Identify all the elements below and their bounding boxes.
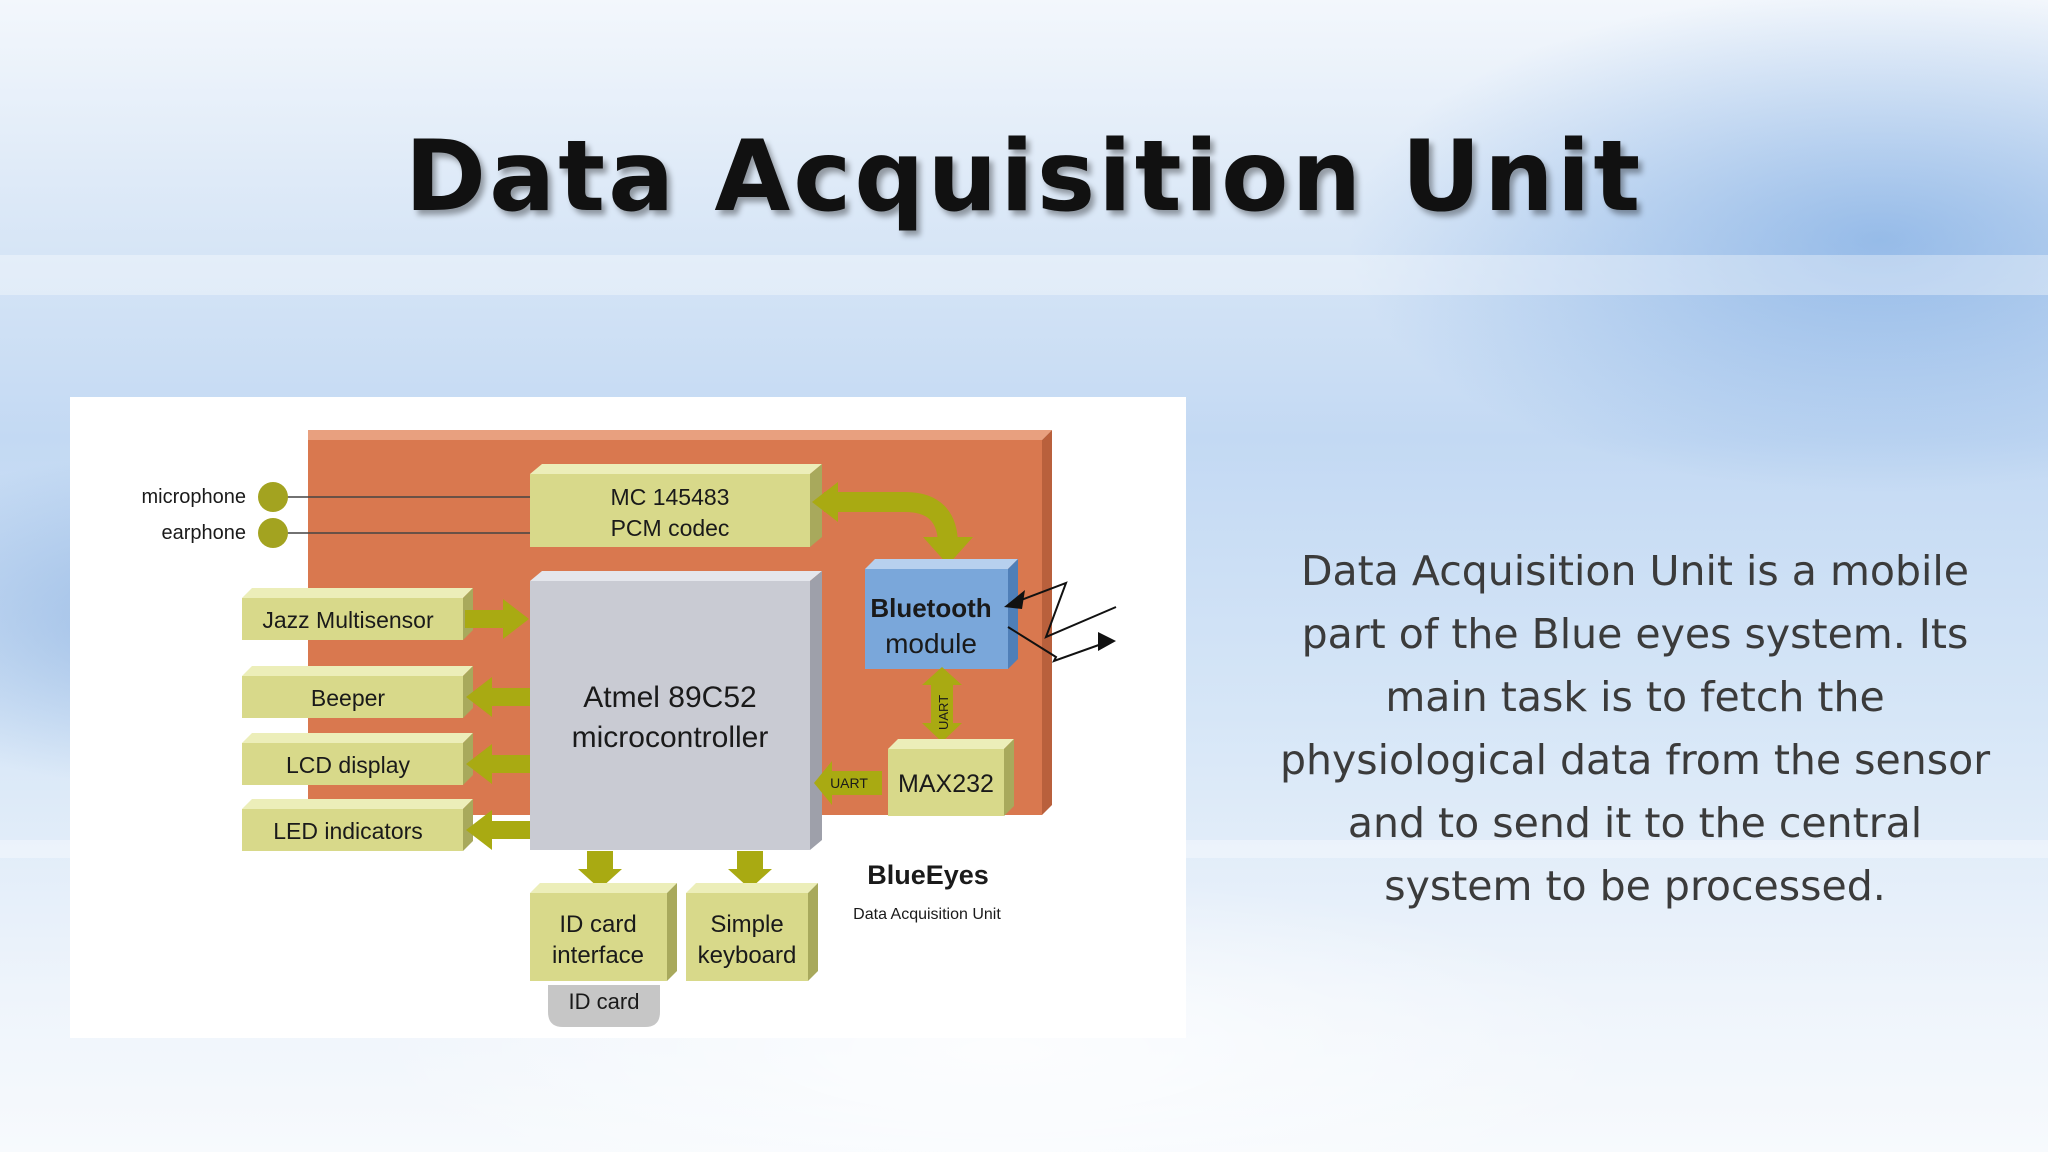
mcu-block-side	[810, 571, 822, 850]
beeper-block: Beeper	[242, 666, 473, 718]
block-diagram-figure: microphone earphone MC 145483 PCM codec …	[70, 397, 1186, 1038]
bluetooth-arrow-head	[923, 537, 973, 565]
keyboard-to-mcu-arrow	[728, 851, 772, 889]
mcu-label-line1: Atmel 89C52	[583, 681, 756, 714]
led-indicators-block: LED indicators	[242, 799, 473, 851]
id-interface-block-side	[667, 883, 677, 981]
codec-label-line1: MC 145483	[611, 484, 730, 510]
mcu-block-top	[530, 571, 822, 581]
wireless-arrow-head-up	[1004, 590, 1025, 609]
max232-block-side	[1004, 739, 1014, 816]
wireless-arrow-head-down	[1098, 632, 1116, 651]
codec-block	[530, 474, 810, 547]
id-interface-label-line2: interface	[552, 942, 644, 969]
led-indicators-label: LED indicators	[273, 818, 423, 844]
keyboard-block-side	[808, 883, 818, 981]
mcu-block	[530, 581, 810, 850]
microphone-label: microphone	[141, 486, 246, 508]
wireless-signal-lower	[1007, 626, 1111, 663]
max232-block-top	[888, 739, 1014, 749]
keyboard-block-top	[686, 883, 818, 893]
brand-subtitle: Data Acquisition Unit	[853, 906, 1001, 923]
codec-label-line2: PCM codec	[611, 515, 730, 541]
jazz-multisensor-label: Jazz Multisensor	[262, 607, 434, 633]
bluetooth-block-top	[865, 559, 1018, 569]
jazz-multisensor-block: Jazz Multisensor	[242, 588, 473, 640]
id-interface-block	[530, 893, 667, 981]
mcu-to-lcd-arrow	[466, 744, 530, 784]
lcd-display-block: LCD display	[242, 733, 473, 785]
id-card	[548, 985, 660, 1027]
beeper-label: Beeper	[311, 685, 386, 711]
max232-label: MAX232	[898, 770, 994, 798]
uart-horizontal-label: UART	[830, 775, 868, 791]
id-interface-label-line1: ID card	[559, 911, 636, 938]
mcu-to-led-arrow	[466, 810, 530, 850]
bluetooth-label-line2: module	[885, 628, 977, 659]
mcu-to-id-interface-arrow	[578, 851, 622, 889]
board-side-face	[1042, 430, 1052, 815]
keyboard-label-line1: Simple	[710, 911, 783, 938]
bluetooth-block	[865, 569, 1008, 669]
earphone-jack-icon	[258, 518, 288, 548]
id-interface-block-top	[530, 883, 677, 893]
block-diagram: microphone earphone MC 145483 PCM codec …	[141, 430, 1117, 1027]
mcu-label-line2: microcontroller	[572, 721, 769, 754]
board-top-face	[308, 430, 1052, 440]
slide-title: Data Acquisition Unit	[404, 120, 1644, 234]
microphone-jack-icon	[258, 482, 288, 512]
codec-bluetooth-arrow	[824, 492, 958, 546]
uart-horizontal-arrow: UART	[814, 761, 882, 805]
mcu-to-beeper-arrow	[466, 677, 530, 717]
keyboard-block	[686, 893, 808, 981]
keyboard-label-line2: keyboard	[698, 942, 797, 969]
sensor-to-mcu-arrow	[465, 599, 529, 639]
lcd-display-label: LCD display	[286, 752, 410, 778]
slide-description: Data Acquisition Unit is a mobile part o…	[1279, 547, 1991, 910]
uart-vertical-arrow: UART	[922, 667, 962, 742]
uart-vertical-label: UART	[936, 695, 951, 730]
bluetooth-block-side	[1008, 559, 1018, 669]
brand-label: BlueEyes	[867, 860, 989, 890]
codec-block-side	[810, 464, 822, 547]
bluetooth-label-line1: Bluetooth	[870, 593, 991, 623]
max232-block	[888, 749, 1004, 816]
codec-block-top	[530, 464, 822, 474]
wireless-signal-icon	[1007, 581, 1117, 639]
codec-arrow-head	[812, 482, 838, 522]
background-band	[0, 255, 2048, 295]
earphone-label: earphone	[161, 522, 246, 544]
id-card-label: ID card	[569, 989, 640, 1014]
